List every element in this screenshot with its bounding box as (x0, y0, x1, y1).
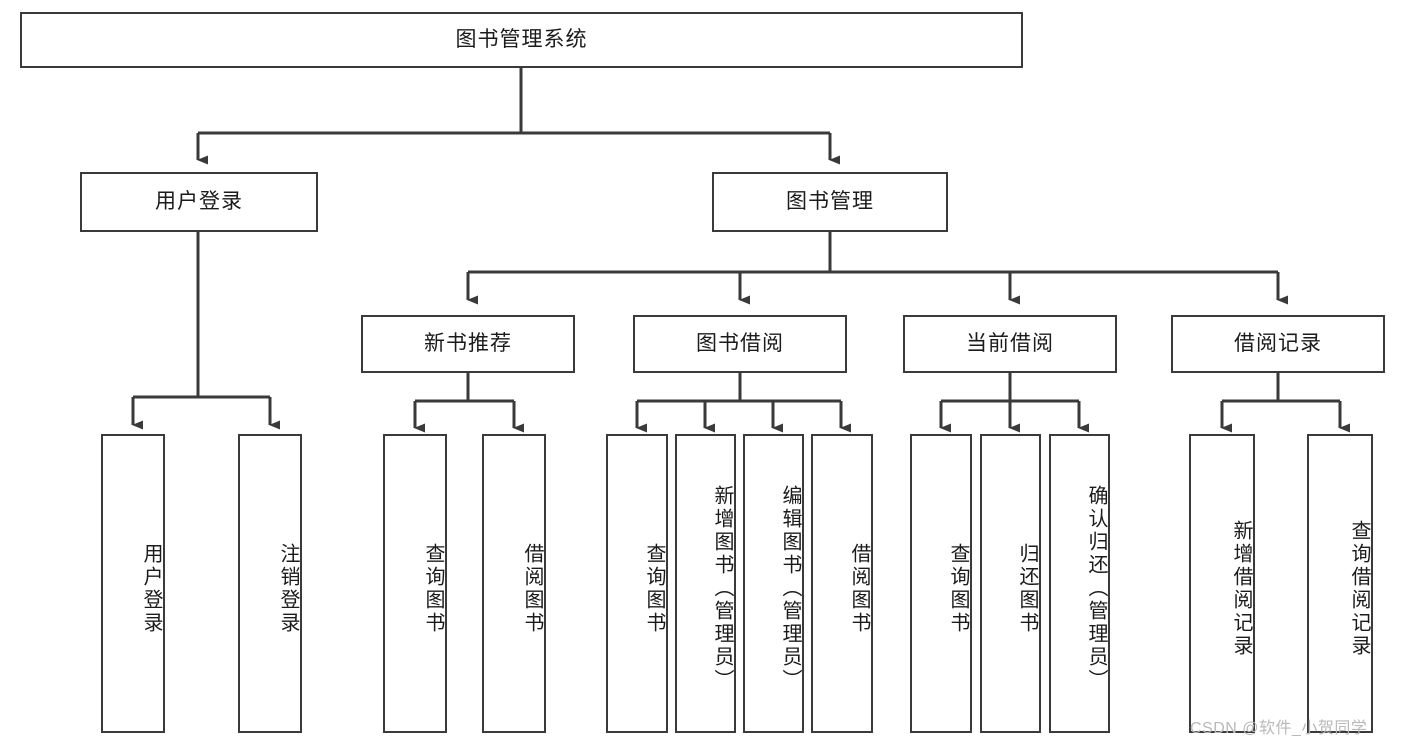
node-root-system[interactable]: 图书管理系统 (20, 12, 1023, 68)
node-label: 借阅记录 (1234, 332, 1322, 356)
leaf-return-book[interactable]: 归还图书 (980, 434, 1041, 733)
leaf-logout[interactable]: 注销登录 (238, 434, 302, 733)
leaf-query-book-1[interactable]: 查询图书 (383, 434, 447, 733)
node-new-book-recommend[interactable]: 新书推荐 (361, 315, 575, 373)
node-borrow-record[interactable]: 借阅记录 (1171, 315, 1385, 373)
leaf-confirm-return[interactable]: 确认归还（管理员） (1049, 434, 1110, 733)
node-label: 查询图书 (643, 542, 665, 635)
node-label: 图书借阅 (696, 332, 784, 356)
leaf-user-login[interactable]: 用户登录 (101, 434, 165, 733)
node-label: 当前借阅 (966, 332, 1054, 356)
node-label: 图书管理 (786, 190, 874, 214)
node-label: 新增图书（管理员） (711, 485, 733, 692)
node-label: 查询图书 (422, 542, 444, 635)
node-label: 查询图书 (947, 542, 969, 635)
node-label: 确认归还（管理员） (1085, 485, 1107, 692)
leaf-edit-book[interactable]: 编辑图书（管理员） (743, 434, 804, 733)
node-label: 借阅图书 (521, 542, 543, 635)
leaf-borrow-book-1[interactable]: 借阅图书 (482, 434, 546, 733)
node-label: 用户登录 (155, 190, 243, 214)
node-book-manage[interactable]: 图书管理 (712, 172, 948, 232)
node-current-borrow[interactable]: 当前借阅 (903, 315, 1117, 373)
leaf-borrow-book-2[interactable]: 借阅图书 (811, 434, 873, 733)
leaf-query-book-2[interactable]: 查询图书 (606, 434, 668, 733)
node-label: 编辑图书（管理员） (779, 485, 801, 692)
node-book-borrow[interactable]: 图书借阅 (633, 315, 847, 373)
node-user-login[interactable]: 用户登录 (80, 172, 318, 232)
node-label: 用户登录 (140, 542, 162, 635)
node-label: 查询借阅记录 (1348, 519, 1370, 658)
leaf-query-book-3[interactable]: 查询图书 (910, 434, 972, 733)
node-label: 新增借阅记录 (1230, 519, 1252, 658)
leaf-query-record[interactable]: 查询借阅记录 (1307, 434, 1373, 733)
node-label: 图书管理系统 (455, 28, 588, 52)
leaf-add-record[interactable]: 新增借阅记录 (1189, 434, 1255, 733)
leaf-add-book[interactable]: 新增图书（管理员） (675, 434, 736, 733)
node-label: 借阅图书 (848, 542, 870, 635)
node-label: 注销登录 (277, 542, 299, 635)
watermark-text: CSDN @软件_小贺同学 (1190, 720, 1368, 737)
node-label: 归还图书 (1016, 542, 1038, 635)
node-label: 新书推荐 (424, 332, 512, 356)
